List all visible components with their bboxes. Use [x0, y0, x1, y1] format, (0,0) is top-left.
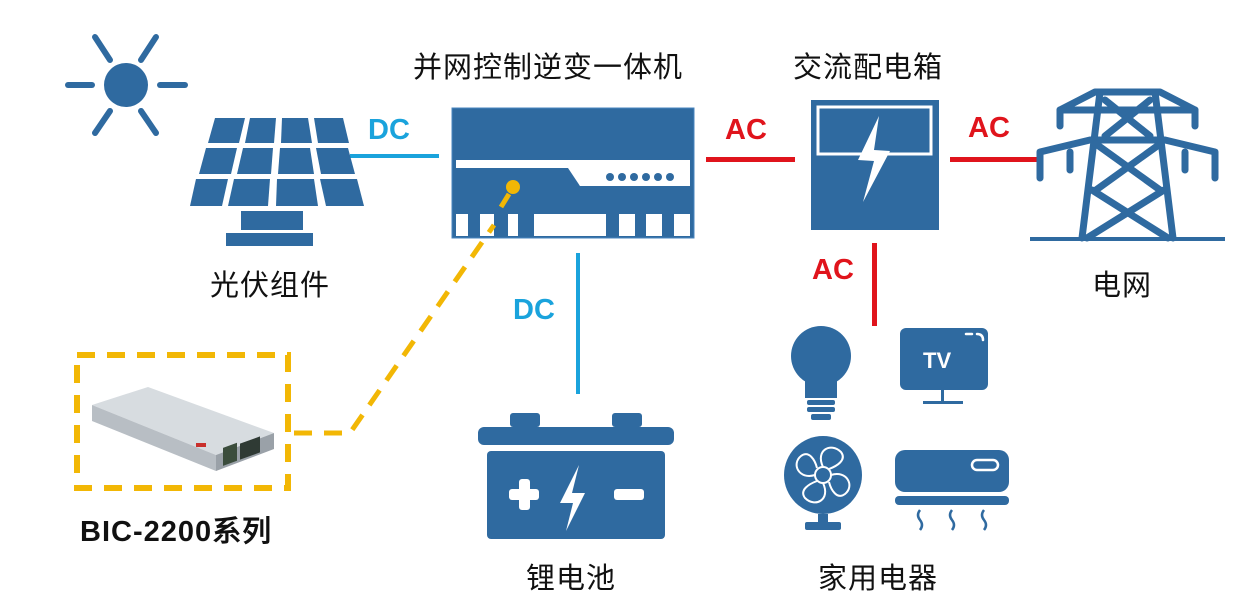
tv-icon: TV	[900, 328, 988, 404]
distribution-box-icon	[811, 100, 939, 230]
ac-label-grid: AC	[968, 112, 1010, 144]
appliances-label: 家用电器	[818, 561, 939, 595]
grid-label: 电网	[1092, 268, 1153, 302]
tv-text: TV	[923, 348, 951, 373]
fan-icon	[784, 436, 862, 530]
bic-label: BIC-2200系列	[80, 516, 273, 548]
light-bulb-icon	[791, 326, 851, 420]
battery-label: 锂电池	[526, 561, 617, 595]
inverter-title: 并网控制逆变一体机	[413, 50, 684, 84]
distribution-box-title: 交流配电箱	[793, 50, 944, 84]
transmission-tower-icon	[1030, 88, 1225, 242]
inverter-icon	[451, 107, 695, 239]
ac-label-appliances: AC	[812, 254, 854, 286]
solar-panel-icon	[190, 118, 364, 246]
sun-icon	[65, 34, 188, 136]
pv-label: 光伏组件	[210, 268, 331, 302]
power-supply-photo	[92, 387, 274, 471]
ac-line-box	[706, 157, 795, 162]
air-conditioner-icon	[895, 450, 1009, 531]
ac-line-grid	[950, 157, 1038, 162]
appliances-icon: TV	[784, 326, 1009, 531]
battery-icon	[478, 413, 674, 539]
dc-line-pv	[350, 154, 439, 158]
dc-label-pv: DC	[368, 114, 410, 146]
dc-label-battery: DC	[513, 294, 555, 326]
ac-label-box: AC	[725, 114, 767, 146]
dc-line-battery	[576, 253, 580, 394]
ac-line-appliances	[872, 243, 877, 326]
